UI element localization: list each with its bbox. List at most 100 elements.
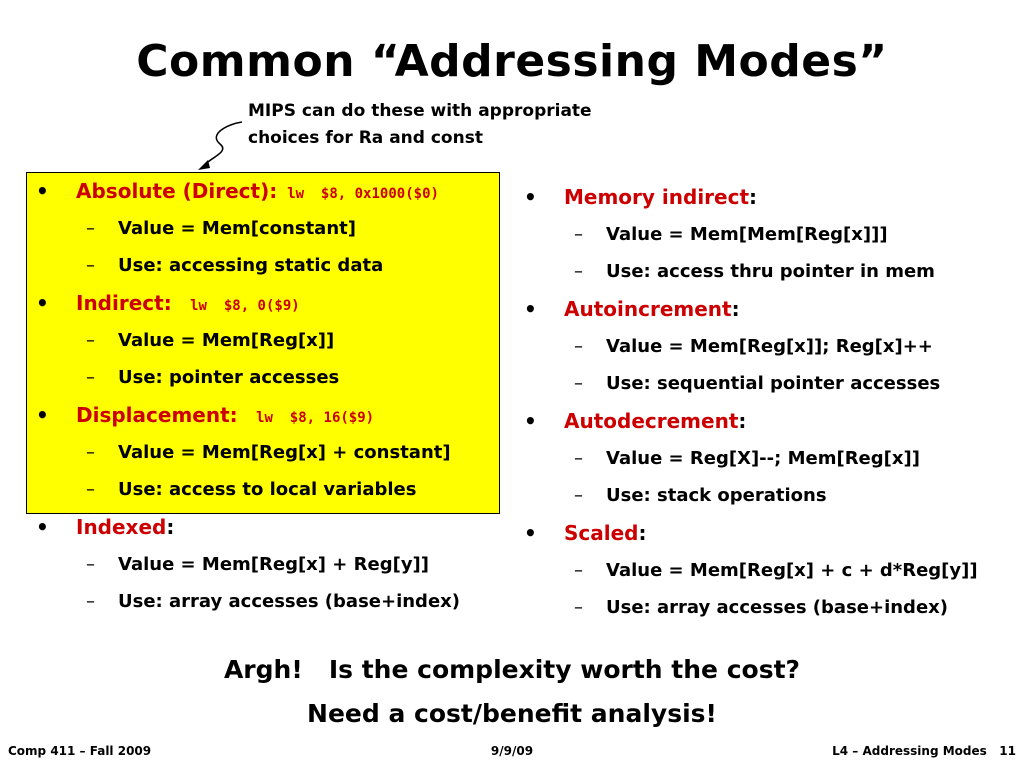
left-column: •Absolute (Direct):lw $8, 0x1000($0)–Val… — [36, 172, 506, 620]
value-description: Value = Mem[Reg[x] + constant] — [118, 442, 451, 463]
left-mode-2: •Indirect: lw $8, 0($9)–Value = Mem[Reg[… — [36, 284, 506, 396]
mode-label: Autodecrement — [564, 409, 739, 433]
sub-bullet-line: – Value = Mem[Reg[x]]; Reg[x]++ — [524, 328, 1004, 365]
sub-bullet-line: – Value = Mem[Reg[x]] — [36, 322, 506, 359]
left-mode-3: • Displacement: lw $8, 16($9) – Value = Mem… — [36, 396, 506, 508]
dash-icon: – — [574, 261, 583, 282]
footer-course: Comp 411 – Fall 2009 — [8, 744, 152, 758]
use-description: Use: access to local variables — [118, 479, 417, 500]
bullet-line: • Absolute (Direct): lw $8, 0x1000($0) — [36, 172, 506, 210]
use-description: Use: accessing static data — [118, 255, 384, 276]
dash-icon: – — [574, 373, 583, 394]
use-description: Use: array accesses (base+index) — [118, 591, 460, 612]
sub-bullet-line: – Use: array accesses (base+index) — [36, 583, 506, 620]
use-description: Use: stack operations — [606, 485, 827, 506]
bullet-line: • Autoincrement: — [524, 290, 1004, 328]
mode-heading: Autodecrement: — [564, 402, 746, 440]
sub-bullet-line: – Value = Mem[Reg[x] + constant] — [36, 434, 506, 471]
mode-heading: Absolute (Direct): lw $8, 0x1000($0) — [76, 172, 439, 213]
mode-label: Memory indirect — [564, 185, 750, 209]
bullet-icon: • — [36, 515, 49, 539]
right-column: • Memory indirect: – Value = Mem[Mem[Reg[x]… — [524, 178, 1004, 626]
mode-label-suffix: : — [166, 515, 175, 539]
sub-bullet-line: – Value = Mem[Mem[Reg[x]]] — [524, 216, 1004, 253]
mode-label-suffix: : — [749, 185, 758, 209]
mode-label: Absolute (Direct): — [76, 179, 278, 203]
left-mode-1: • Absolute (Direct): lw $8, 0x1000($0) – Val… — [36, 172, 506, 284]
use-description: Use: array accesses (base+index) — [606, 597, 948, 618]
bullet-icon: • — [524, 409, 537, 433]
sub-bullet-line: –Use: pointer accesses — [36, 359, 506, 396]
mode-label-suffix: : — [638, 521, 647, 545]
mode-heading: Displacement: lw $8, 16($9) — [76, 396, 374, 437]
closing-line-1: Argh! Is the complexity worth the cost? — [223, 655, 801, 684]
mode-label-suffix: : — [738, 409, 747, 433]
left-mode-4: •Indexed:–Value = Mem[Reg[x] + Reg[y]]–U… — [36, 508, 506, 620]
dash-icon: – — [574, 485, 583, 506]
bullet-line: •Indirect: lw $8, 0($9) — [36, 284, 506, 322]
dash-icon: – — [86, 330, 95, 351]
dash-icon: – — [86, 255, 95, 276]
footer-date: 9/9/09 — [490, 744, 534, 758]
right-mode-1: • Memory indirect: – Value = Mem[Mem[Reg[x]… — [524, 178, 1004, 290]
mode-heading: Scaled: — [564, 514, 647, 552]
sub-bullet-line: – Use: array accesses (base+index) — [524, 589, 1004, 626]
bullet-icon: • — [36, 291, 49, 315]
mode-code-example: lw $8, 16($9) — [247, 410, 375, 426]
sub-bullet-line: – Use: access thru pointer in mem — [524, 253, 1004, 290]
right-mode-2: • Autoincrement: – Value = Mem[Reg[x]]; Reg… — [524, 290, 1004, 402]
dash-icon: – — [574, 224, 583, 245]
footer-lecture: L4 – Addressing Modes 11 — [832, 744, 1016, 758]
dash-icon: – — [574, 448, 583, 469]
dash-icon: – — [574, 560, 583, 581]
mode-label: Autoincrement — [564, 297, 732, 321]
mode-heading: Autoincrement: — [564, 290, 740, 328]
bullet-line: • Indexed: — [36, 508, 506, 546]
dash-icon: – — [574, 336, 583, 357]
bullet-line: • Autodecrement: — [524, 402, 1004, 440]
mode-label: Indexed — [76, 515, 167, 539]
bullet-icon: • — [36, 403, 49, 427]
dash-icon: – — [86, 479, 95, 500]
mode-heading: Indexed: — [76, 508, 174, 546]
bullet-line: • Displacement: lw $8, 16($9) — [36, 396, 506, 434]
bullet-icon: • — [524, 297, 537, 321]
mode-label-suffix: : — [731, 297, 740, 321]
value-description: Value = Mem[Mem[Reg[x]]] — [606, 224, 888, 245]
closing-statement: Argh! Is the complexity worth the cost? … — [0, 648, 1024, 736]
right-mode-3: •Autodecrement:–Value = Reg[X]--; Mem[Re… — [524, 402, 1004, 514]
use-description: Use: access thru pointer in mem — [606, 261, 935, 282]
mode-label: Indirect: — [76, 291, 172, 315]
closing-line-2: Need a cost/benefit analysis! — [307, 699, 717, 728]
sub-bullet-line: – Use: access to local variables — [36, 471, 506, 508]
dash-icon: – — [86, 554, 95, 575]
mode-label: Scaled — [564, 521, 639, 545]
bullet-icon: • — [36, 179, 49, 203]
sub-bullet-line: –Value = Reg[X]--; Mem[Reg[x]] — [524, 440, 1004, 477]
mode-heading: Memory indirect: — [564, 178, 757, 216]
callout-line-2: choices for Ra and const — [248, 128, 483, 148]
value-description: Value = Mem[constant] — [118, 218, 356, 239]
use-description: Use: pointer accesses — [118, 367, 340, 388]
use-description: Use: sequential pointer accesses — [606, 373, 941, 394]
sub-bullet-line: – Use: sequential pointer accesses — [524, 365, 1004, 402]
dash-icon: – — [86, 218, 95, 239]
right-mode-4: • Scaled: – Value = Mem[Reg[x] + c + d*Reg[… — [524, 514, 1004, 626]
value-description: Value = Mem[Reg[x]] — [118, 330, 335, 351]
sub-bullet-line: –Value = Mem[Reg[x] + Reg[y]] — [36, 546, 506, 583]
dash-icon: – — [574, 597, 583, 618]
dash-icon: – — [86, 591, 95, 612]
bullet-line: • Scaled: — [524, 514, 1004, 552]
dash-icon: – — [86, 442, 95, 463]
sub-bullet-line: – Value = Mem[constant] — [36, 210, 506, 247]
sub-bullet-line: – Use: accessing static data — [36, 247, 506, 284]
bullet-icon: • — [524, 521, 537, 545]
bullet-icon: • — [524, 185, 537, 209]
callout-note: MIPS can do these with appropriate choic… — [248, 98, 592, 152]
mode-label: Displacement: — [76, 403, 238, 427]
sub-bullet-line: – Use: stack operations — [524, 477, 1004, 514]
value-description: Value = Mem[Reg[x] + c + d*Reg[y]] — [606, 560, 978, 581]
value-description: Value = Mem[Reg[x]]; Reg[x]++ — [606, 336, 933, 357]
mode-code-example: lw $8, 0x1000($0) — [287, 186, 439, 202]
callout-line-1: MIPS can do these with appropriate — [248, 101, 592, 121]
